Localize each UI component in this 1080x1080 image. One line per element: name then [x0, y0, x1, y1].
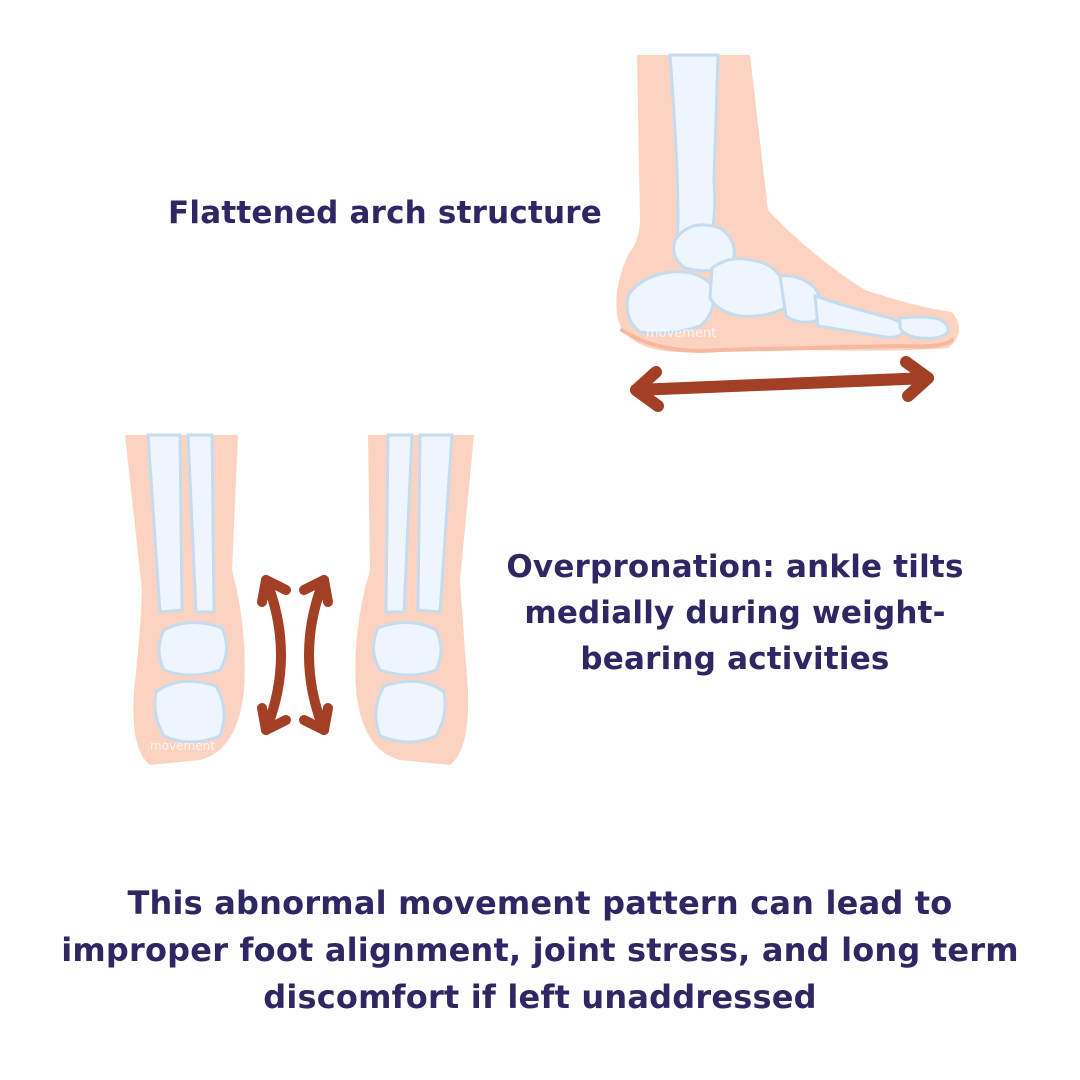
right-tibia — [416, 433, 454, 614]
toe-bones — [898, 315, 950, 340]
watermark-logo: movement — [646, 326, 716, 341]
left-heel-bone — [153, 679, 226, 744]
overpronation-line-2: medially during weight- — [524, 595, 946, 631]
right-heel-bone — [374, 679, 447, 744]
foot-sole — [620, 328, 954, 353]
overpronation-rear-illustration: movement — [125, 433, 474, 765]
overpronation-label: Overpronation: ankle tilts medially duri… — [500, 544, 970, 682]
tibia-bone — [668, 53, 720, 253]
flattened-arch-label: Flattened arch structure — [168, 195, 602, 231]
caption-line-2: improper foot alignment, joint stress, a… — [61, 931, 1019, 969]
overpronation-line-1: Overpronation: ankle tilts — [506, 549, 964, 585]
overpronation-line-3: bearing activities — [580, 641, 890, 677]
left-fibula — [186, 433, 216, 614]
watermark-logo-rear: movement — [150, 739, 215, 753]
caption-line-3: discomfort if left unaddressed — [263, 978, 817, 1016]
right-ankle-bones — [372, 621, 443, 677]
flat-foot-side-illustration: movement — [616, 53, 960, 412]
curved-double-arrow-icon — [257, 575, 333, 735]
left-tibia — [146, 433, 184, 614]
calcaneus-bone — [625, 270, 715, 335]
double-arrow-horizontal-icon — [630, 356, 934, 412]
right-fibula — [384, 433, 414, 614]
left-ankle-bones — [157, 621, 228, 677]
caption: This abnormal movement pattern can lead … — [60, 880, 1020, 1021]
caption-line-1: This abnormal movement pattern can lead … — [127, 884, 953, 922]
